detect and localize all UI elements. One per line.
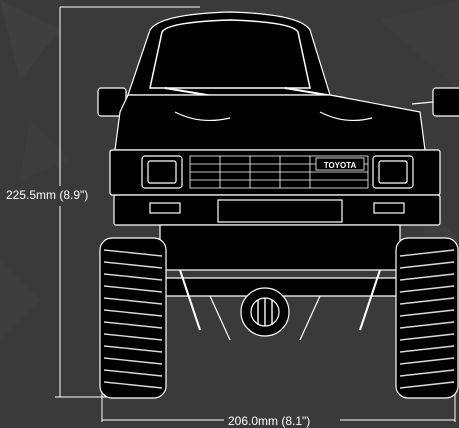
right-tire (395, 237, 459, 399)
left-headlight (141, 155, 183, 189)
width-dimension-label: 206.0mm (8.1") (226, 414, 313, 428)
hood (114, 94, 426, 151)
license-plate (217, 199, 343, 223)
grille (189, 155, 369, 189)
left-tire (99, 237, 167, 399)
grille-badge: TOYOTA (324, 161, 357, 170)
grille-badge-plate (315, 157, 365, 171)
chassis (159, 224, 401, 271)
right-headlight (372, 155, 414, 189)
height-dimension-line (55, 6, 200, 398)
height-dimension-label: 225.5mm (8.9") (4, 188, 91, 202)
windshield (149, 19, 311, 89)
truck-drawing (97, 11, 459, 341)
right-mirror (432, 87, 459, 117)
